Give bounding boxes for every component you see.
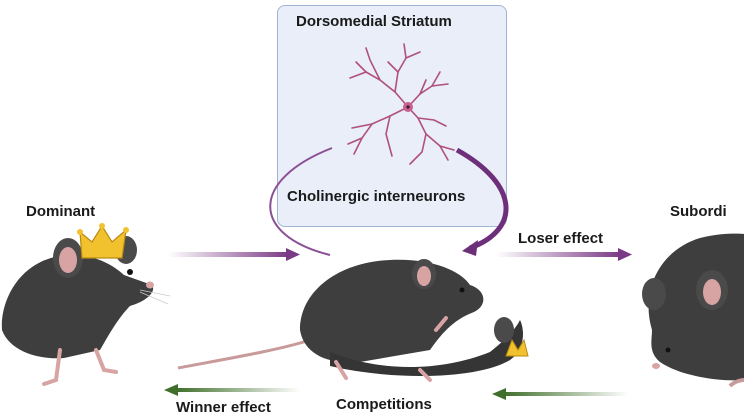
loser-effect-arrow [496,252,620,257]
neuron-icon [347,43,455,165]
fighting-mice-icon [177,259,523,382]
small-crown-icon [505,338,529,357]
feedback-curve-right [455,147,509,251]
dominant-to-fight-arrow [168,252,288,257]
winner-effect-arrow [176,388,300,392]
neuron-nucleus [406,105,410,109]
subordinate-mouse-icon [642,233,744,388]
loser-effect-arrowhead [618,248,632,261]
panel-subtitle: Cholinergic interneurons [287,188,466,205]
dominant-to-fight-arrowhead [286,248,300,261]
competitions-arrowhead [492,388,506,400]
competitions-label: Competitions [336,396,432,413]
subordinate-label: Subordi [670,203,727,220]
feedback-arrowhead-right [462,240,478,256]
dorsomedial-striatum-panel [277,5,507,227]
loser-effect-label: Loser effect [518,230,604,247]
winner-effect-label: Winner effect [176,399,271,416]
panel-title: Dorsomedial Striatum [296,13,452,30]
competitions-arrow [504,392,628,396]
dominant-label: Dominant [26,203,96,220]
crown-icon [79,224,127,259]
winner-effect-arrowhead [164,384,178,396]
feedback-curve-left [269,147,333,256]
